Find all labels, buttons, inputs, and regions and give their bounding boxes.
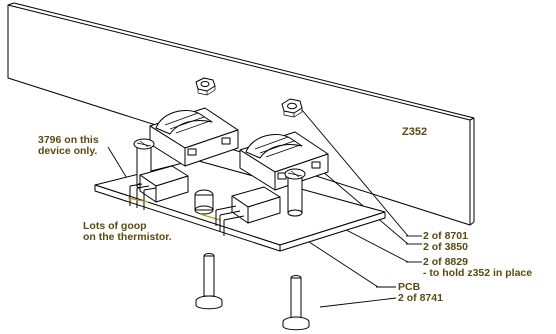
label-device-note-1: 3796 on this (38, 134, 99, 146)
component-right (215, 186, 281, 236)
label-part-3850: 2 of 3850 (423, 241, 468, 253)
label-pcb: PCB (398, 281, 421, 293)
label-part-8829-note: - to hold z352 in place (423, 267, 533, 279)
label-z352: Z352 (402, 126, 428, 138)
z352-panel (7, 2, 475, 226)
label-device-note-2: device only. (38, 145, 98, 157)
screw-8741-left (195, 253, 223, 310)
standoff-right (284, 168, 306, 217)
thermistor (194, 189, 221, 221)
label-part-8829: 2 of 8829 (423, 256, 468, 268)
label-goop-2: on the thermistor. (83, 231, 172, 243)
device-3796 (127, 165, 189, 210)
label-part-8741: 2 of 8741 (398, 292, 443, 304)
screw-8741-right (282, 275, 310, 331)
label-goop-1: Lots of goop (83, 220, 147, 232)
clip-bracket-left (149, 107, 239, 167)
nut-8701-left (195, 77, 216, 96)
nut-8701-right (281, 98, 303, 118)
label-part-8701: 2 of 8701 (423, 230, 468, 242)
